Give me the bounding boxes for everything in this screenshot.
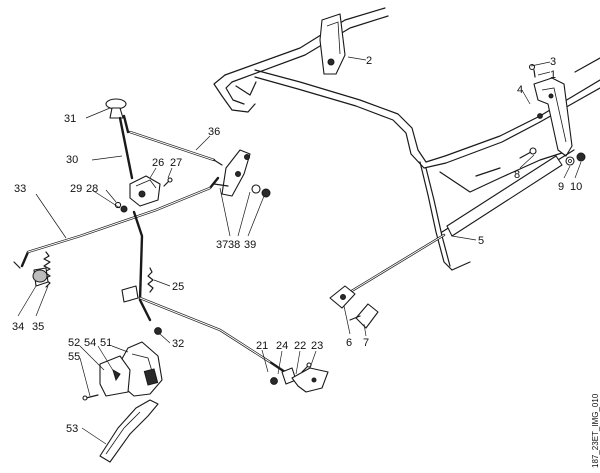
- part-53-trim: [99, 399, 159, 463]
- callout-27: 27: [170, 157, 182, 169]
- callout-29: 29: [70, 183, 82, 195]
- callout-labels: 2 3 1 4 5 6 7 8 9 10 31 30 33 29 28 26 2…: [12, 55, 582, 435]
- part-54-pin: [112, 368, 121, 382]
- callout-39: 39: [244, 239, 256, 251]
- part-3-screw: [528, 63, 536, 78]
- part-7-clip: [349, 303, 379, 329]
- part-34-spring: [32, 267, 49, 287]
- callout-32: 32: [172, 338, 184, 350]
- callout-36: 36: [208, 126, 220, 138]
- callout-52: 52: [68, 337, 80, 349]
- callout-22: 22: [294, 340, 306, 352]
- callout-31: 31: [64, 113, 76, 125]
- part-37-38-39-bracket: [213, 149, 271, 198]
- callout-51: 51: [100, 337, 112, 349]
- part-36-rod: [128, 130, 223, 166]
- part-24-nut: [270, 377, 278, 385]
- part-5-gas-strut: [348, 149, 575, 294]
- callout-55: 55: [68, 351, 80, 363]
- callout-23: 23: [311, 340, 323, 352]
- part-32-nut: [154, 327, 162, 335]
- part-6-rod-end: [329, 285, 356, 309]
- part-10-nut: [576, 152, 586, 162]
- callout-54: 54: [84, 337, 96, 349]
- callout-3: 3: [550, 56, 556, 68]
- part-9-washer: [565, 156, 575, 166]
- callout-2: 2: [366, 55, 372, 67]
- callout-1: 1: [550, 69, 556, 81]
- part-26-guide-block: [129, 175, 161, 207]
- part-8-screw: [519, 147, 537, 159]
- callout-24: 24: [276, 340, 288, 352]
- callout-26: 26: [152, 157, 164, 169]
- part-30-lever-rod: [118, 114, 134, 180]
- callout-28: 28: [86, 183, 98, 195]
- part-55-screw: [82, 394, 99, 401]
- callout-9: 9: [558, 181, 564, 193]
- callout-37: 37: [216, 239, 228, 251]
- callout-4: 4: [517, 84, 523, 96]
- callout-53: 53: [66, 423, 78, 435]
- callout-30: 30: [66, 154, 78, 166]
- part-33-rod: [13, 176, 220, 269]
- callout-33: 33: [14, 183, 26, 195]
- callout-25: 25: [172, 281, 184, 293]
- reference-code: 187_23ET_IMG_010: [591, 393, 600, 468]
- callout-10: 10: [570, 181, 582, 193]
- callout-21: 21: [256, 340, 268, 352]
- chassis-frame: [213, 7, 600, 271]
- callout-35: 35: [32, 321, 44, 333]
- callout-38: 38: [228, 239, 240, 251]
- part-29-nut: [120, 205, 128, 213]
- callout-5: 5: [478, 235, 484, 247]
- leader-lines: [17, 56, 582, 445]
- part-27-screw: [163, 177, 173, 187]
- callout-7: 7: [363, 337, 369, 349]
- callout-8: 8: [514, 169, 520, 181]
- callout-6: 6: [346, 337, 352, 349]
- part-1-bracket: [533, 77, 573, 157]
- callout-34: 34: [12, 321, 24, 333]
- part-31-knob: [105, 98, 127, 119]
- part-22-bracket: [291, 367, 329, 393]
- part-2-bracket: [319, 13, 346, 75]
